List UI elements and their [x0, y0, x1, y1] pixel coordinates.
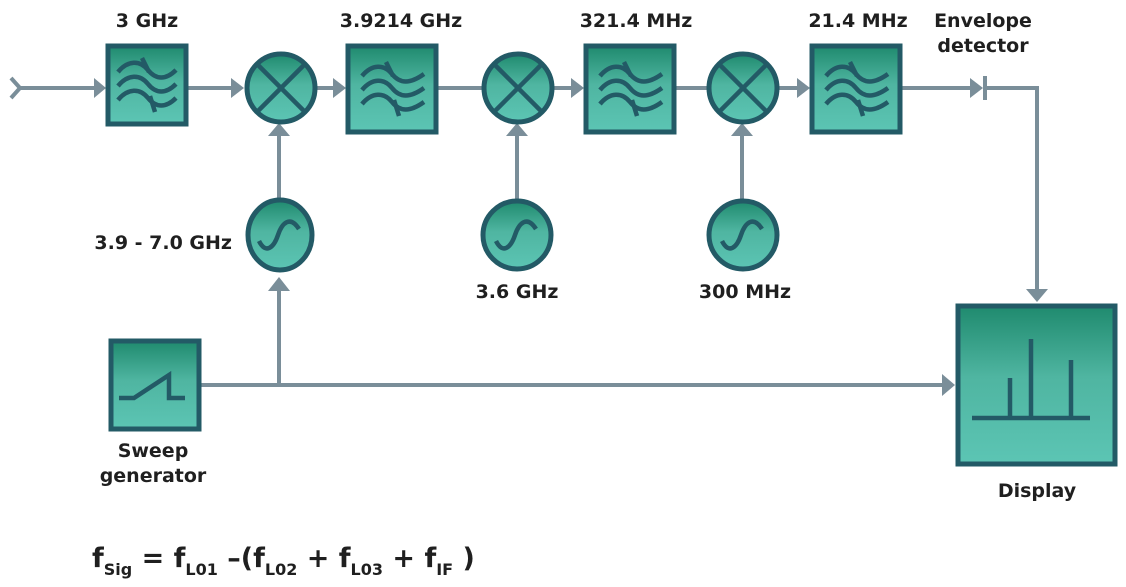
sine-wave-icon: [256, 219, 301, 251]
filter-3-label: 321.4 MHz: [580, 10, 693, 32]
envelope-detector-label-line1: Envelope: [934, 10, 1032, 32]
filter-2-label: 3.9214 GHz: [340, 10, 463, 32]
arrow-into-display-left: [942, 374, 955, 396]
diode-icon: [970, 76, 987, 100]
sweep-generator: [108, 338, 202, 432]
input-chevron-icon: [9, 76, 23, 100]
sweep-generator-label-line2: generator: [100, 465, 207, 487]
arrow-into-mixer-3-bottom: [731, 123, 753, 136]
wire-detector-to-display: [985, 86, 1039, 290]
bandpass-filter-icon: [598, 60, 664, 117]
arrow-into-filter-2: [333, 78, 346, 98]
signal-wires: [9, 76, 1048, 396]
arrow-into-mixer-1-bottom: [268, 123, 290, 136]
local-oscillator-2: [480, 198, 554, 272]
bandpass-filter-icon: [824, 60, 890, 117]
signal-frequency-formula: fSig = fL01 –(fL02 + fL03 + fIF ): [92, 543, 475, 579]
bandpass-filter-2: [345, 43, 439, 135]
spectrum-display-icon: [972, 339, 1090, 421]
arrow-into-mixer-1: [231, 78, 244, 98]
lo-1-label: 3.9 - 7.0 GHz: [94, 232, 232, 254]
sweep-generator-label-line1: Sweep: [118, 440, 189, 462]
display-label: Display: [998, 480, 1077, 502]
arrow-into-filter-1: [94, 78, 106, 98]
sawtooth-ramp-icon: [119, 370, 185, 401]
bandpass-filter-4: [809, 43, 903, 135]
mixer-2: [481, 51, 555, 125]
mixer-1: [244, 51, 318, 125]
lo-2-label: 3.6 GHz: [476, 281, 559, 303]
bandpass-filter-3: [583, 43, 677, 135]
filter-4-label: 21.4 MHz: [808, 10, 907, 32]
sine-wave-icon: [493, 219, 538, 251]
mixer-x-icon: [255, 62, 307, 114]
bandpass-filter-icon: [360, 60, 426, 117]
arrow-into-filter-3: [571, 78, 584, 98]
arrow-into-mixer-2-bottom: [506, 123, 528, 136]
arrow-into-display-top: [1026, 289, 1048, 302]
mixer-x-icon: [492, 62, 544, 114]
mixer-3: [706, 51, 780, 125]
mixer-x-icon: [717, 62, 769, 114]
sine-wave-icon: [719, 219, 764, 251]
local-oscillator-1: [245, 197, 315, 273]
arrow-into-lo-1-bottom: [268, 277, 290, 291]
bandpass-filter-1: [105, 43, 189, 127]
envelope-detector-label-line2: detector: [937, 35, 1029, 57]
filter-1-label: 3 GHz: [116, 10, 178, 32]
display: [955, 303, 1118, 467]
bandpass-filter-icon: [116, 56, 178, 113]
local-oscillator-3: [706, 198, 780, 272]
arrow-into-filter-4: [797, 78, 810, 98]
lo-3-label: 300 MHz: [699, 281, 791, 303]
